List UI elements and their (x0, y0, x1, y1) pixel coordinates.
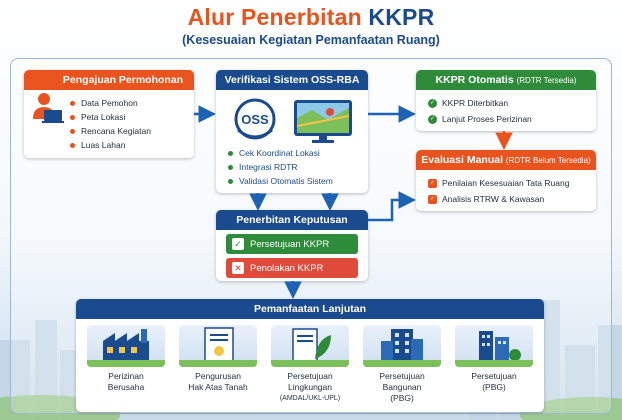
list-item: Data Pemohon (70, 96, 151, 110)
verifikasi-card: Verifikasi Sistem OSS-RBA OSS Cek Koordi… (216, 70, 368, 193)
check-icon: ✓ (428, 114, 437, 124)
factory-icon (87, 325, 165, 367)
certificate-icon (179, 325, 257, 367)
verifikasi-header: Verifikasi Sistem OSS-RBA (216, 70, 368, 90)
manual-list: ✓Penilaian Kesesuaian Tata Ruang ✓Analis… (428, 175, 569, 207)
verifikasi-list: Cek Koordinat Lokasi Integrasi RDTR Vali… (228, 146, 333, 188)
building-icon (455, 325, 533, 367)
page-subtitle: (Kesesuaian Kegiatan Pemanfaatan Ruang) (182, 33, 440, 47)
keputusan-card: Penerbitan Keputusan ✓ Persetujuan KKPR ✕… (216, 210, 368, 281)
keputusan-header: Penerbitan Keputusan (216, 210, 368, 230)
otomatis-header: KKPR Otomatis (RDTR Tersedia) (416, 70, 596, 90)
lanjutan-item-hak-tanah: Pengurusan Hak Atas Tanah (176, 325, 260, 393)
pengajuan-card: Pengajuan Permohonan Data Pemohon Peta L… (24, 70, 194, 158)
page-title: Alur Penerbitan KKPR (187, 4, 435, 30)
reject-bar: ✕ Penolakan KKPR (226, 258, 358, 278)
oss-logo-icon: OSS (230, 98, 280, 144)
svg-text:OSS: OSS (241, 112, 269, 127)
title-accent: KKPR (368, 4, 435, 30)
manual-header: Evaluasi Manual (RDTR Belum Tersedia) (416, 150, 596, 170)
approve-label: Persetujuan KKPR (250, 238, 330, 250)
otomatis-note: (RDTR Tersedia) (516, 76, 577, 85)
document-leaf-icon (271, 325, 349, 367)
otomatis-list: ✓KKPR Diterbitkan ✓Lanjut Proses Perizin… (428, 95, 532, 127)
list-item: ✓Lanjut Proses Perizinan (428, 114, 532, 124)
list-item: Cek Koordinat Lokasi (228, 146, 333, 160)
lanjutan-item-pbg: Persetujuan (PBG) (452, 325, 536, 393)
reject-label: Penolakan KKPR (250, 262, 324, 274)
list-item: Rencana Kegiatan (70, 124, 151, 138)
list-item: ✓Penilaian Kesesuaian Tata Ruang (428, 178, 570, 188)
list-item: Peta Lokasi (70, 110, 151, 124)
pengajuan-header: Pengajuan Permohonan (24, 70, 194, 90)
list-item: Validasi Otomatis Sistem (228, 174, 333, 188)
lanjutan-header: Pemanfaatan Lanjutan (76, 299, 544, 319)
otomatis-card: KKPR Otomatis (RDTR Tersedia) ✓KKPR Dite… (416, 70, 596, 131)
building-icon (363, 325, 441, 367)
manual-card: Evaluasi Manual (RDTR Belum Tersedia) ✓P… (416, 150, 596, 211)
lanjutan-item-lingkungan: Persetujuan Lingkungan (AMDAL/UKL-UPL) (268, 325, 352, 404)
reject-x-icon: ✕ (232, 262, 244, 274)
approve-bar: ✓ Persetujuan KKPR (226, 234, 358, 254)
verifikasi-title: Verifikasi Sistem OSS-RBA (224, 74, 360, 86)
list-item: ✓Analisis RTRW & Kawasan (428, 194, 545, 204)
pengajuan-title: Pengajuan Permohonan (62, 74, 184, 86)
lanjutan-item-bangunan: Persetujuan Bangunan (PBG) (360, 325, 444, 404)
monitor-map-icon (292, 98, 354, 144)
list-item: ✓KKPR Diterbitkan (428, 98, 509, 108)
lanjutan-item-perizinan: Perizinan Berusaha (84, 325, 168, 393)
pengajuan-list: Data Pemohon Peta Lokasi Rencana Kegiata… (70, 96, 151, 152)
lanjutan-card: Pemanfaatan Lanjutan Perizinan Berusaha (76, 299, 544, 412)
manual-note: (RDTR Belum Tersedia) (505, 156, 591, 165)
list-item: Integrasi RDTR (228, 160, 333, 174)
check-icon: ✓ (428, 98, 437, 108)
person-laptop-icon (30, 92, 64, 124)
checkbox-icon: ✓ (428, 178, 437, 188)
checkbox-icon: ✓ (428, 194, 437, 204)
approve-check-icon: ✓ (232, 238, 244, 250)
list-item: Luas Lahan (70, 138, 151, 152)
